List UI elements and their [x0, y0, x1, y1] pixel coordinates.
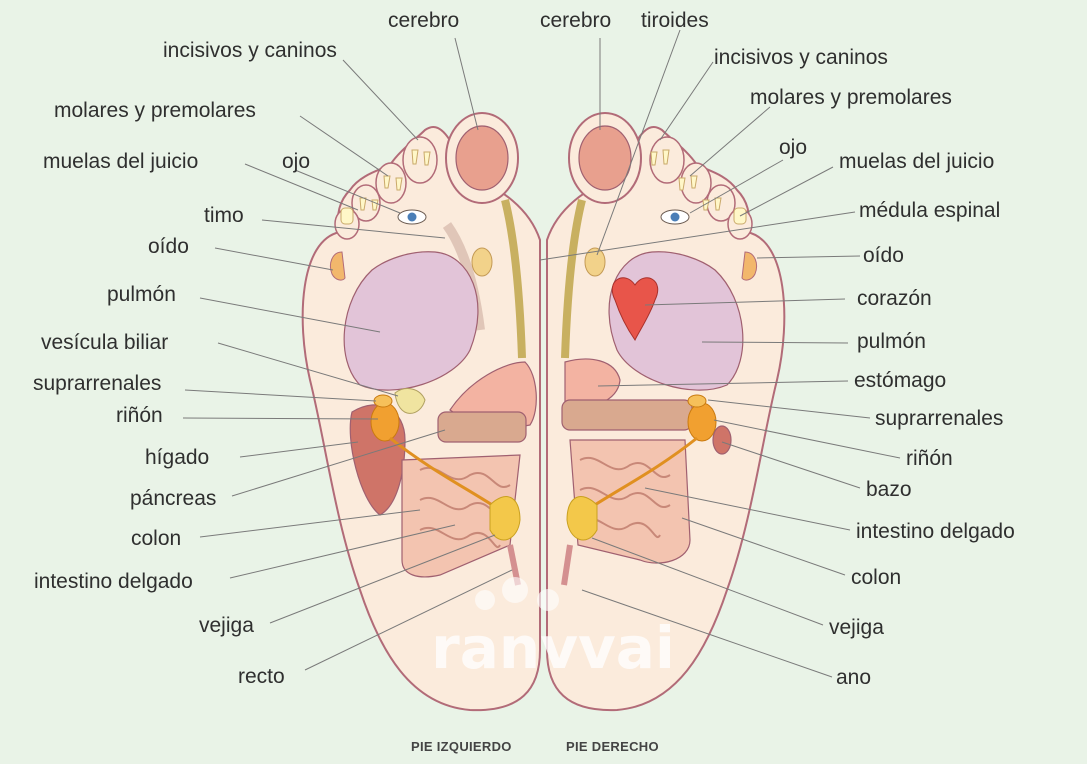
label-left-pancreas: páncreas — [130, 487, 216, 510]
label-left-ojo: ojo — [282, 150, 310, 173]
label-right-bazo: bazo — [866, 478, 912, 501]
brain-icon — [456, 126, 508, 190]
leader-lines — [183, 30, 900, 677]
label-left-timo: timo — [204, 204, 244, 227]
label-right-colon: colon — [851, 566, 901, 589]
kidney-icon — [371, 403, 399, 441]
label-right-muelas: muelas del juicio — [839, 150, 994, 173]
left-foot-caption: PIE IZQUIERDO — [411, 739, 512, 754]
label-right-tiroides: tiroides — [641, 9, 709, 32]
brain-icon — [579, 126, 631, 190]
label-right-vejiga: vejiga — [829, 616, 884, 639]
label-right-cerebro: cerebro — [540, 9, 611, 32]
right-foot-caption: PIE DERECHO — [566, 739, 659, 754]
label-left-vesicula: vesícula biliar — [41, 331, 168, 354]
pancreas-icon — [562, 400, 692, 430]
label-right-pulmon: pulmón — [857, 330, 926, 353]
label-left-vejiga: vejiga — [199, 614, 254, 637]
label-left-recto: recto — [238, 665, 285, 688]
label-right-ojo: ojo — [779, 136, 807, 159]
label-left-muelas: muelas del juicio — [43, 150, 198, 173]
thymus-gland-icon — [472, 248, 492, 276]
eye-icon — [671, 213, 680, 222]
label-left-colon: colon — [131, 527, 181, 550]
label-right-estomago: estómago — [854, 369, 946, 392]
label-right-intestino: intestino delgado — [856, 520, 1015, 543]
label-left-incisivos: incisivos y caninos — [163, 39, 337, 62]
bladder-icon — [490, 497, 520, 540]
bladder-icon — [567, 497, 597, 540]
left-toe-2 — [403, 137, 437, 183]
spleen-icon — [713, 426, 731, 454]
label-right-medula: médula espinal — [859, 199, 1000, 222]
label-left-molares: molares y premolares — [54, 99, 256, 122]
pancreas-icon — [438, 412, 526, 442]
label-left-cerebro: cerebro — [388, 9, 459, 32]
label-right-corazon: corazón — [857, 287, 932, 310]
eye-icon — [408, 213, 417, 222]
tooth-icon — [341, 208, 353, 224]
label-right-rinon: riñón — [906, 447, 953, 470]
label-left-suprarrenales: suprarrenales — [33, 372, 161, 395]
label-left-rinon: riñón — [116, 404, 163, 427]
label-right-oido: oído — [863, 244, 904, 267]
label-left-pulmon: pulmón — [107, 283, 176, 306]
label-left-intestino: intestino delgado — [34, 570, 193, 593]
watermark-text: ranvvai — [431, 614, 675, 682]
label-right-ano: ano — [836, 666, 871, 689]
label-right-suprarrenales: suprarrenales — [875, 407, 1003, 430]
label-left-higado: hígado — [145, 446, 209, 469]
adrenal-icon — [688, 395, 706, 407]
label-right-molares: molares y premolares — [750, 86, 952, 109]
kidney-icon — [688, 403, 716, 441]
adrenal-icon — [374, 395, 392, 407]
label-left-oido: oído — [148, 235, 189, 258]
label-right-incisivos: incisivos y caninos — [714, 46, 888, 69]
